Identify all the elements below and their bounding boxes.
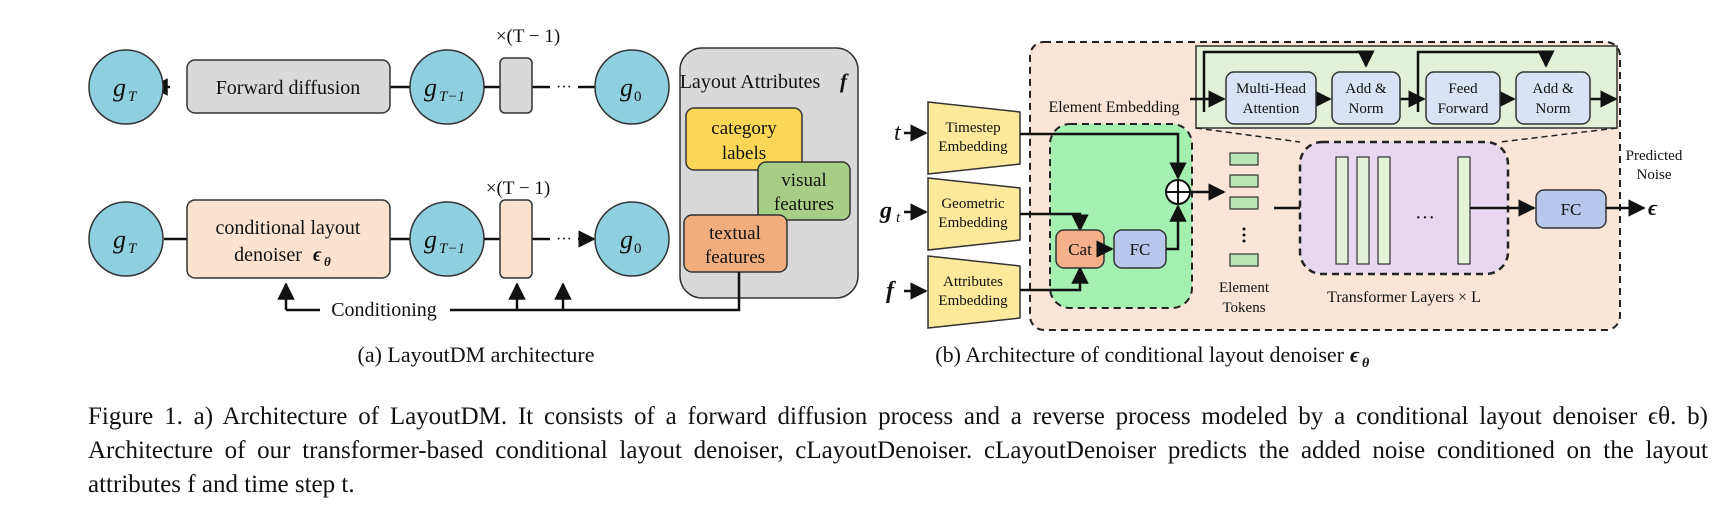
addnorm2-line2: Norm (1536, 101, 1571, 117)
node-g-Tm1-top-label: g (424, 73, 437, 102)
layout-attributes-title: Layout Attributes (680, 71, 821, 93)
fc-output-label: FC (1561, 200, 1582, 219)
conditional-denoiser-box (186, 199, 391, 279)
transformer-layer-1 (1335, 156, 1349, 265)
add-norm-block-1 (1331, 71, 1401, 125)
input-t-label: t (894, 120, 902, 146)
node-g-T-top (88, 49, 164, 125)
category-labels-line1: category (711, 118, 777, 139)
input-f-label: f (886, 278, 896, 304)
timestep-line1: Timestep (945, 120, 1000, 136)
ellipsis-bottom: ··· (556, 231, 572, 248)
attributes-embedding-block (927, 255, 1021, 329)
repeat-box-bottom (499, 199, 533, 279)
transformer-layer-3 (1377, 156, 1391, 265)
node-g-0-bottom-label: g (620, 225, 633, 254)
cat-label: Cat (1068, 240, 1092, 259)
mha-line2: Attention (1243, 101, 1300, 117)
timestep-embedding-block (927, 101, 1021, 175)
node-g-T-bottom-label: g (113, 225, 126, 254)
geometric-line2: Embedding (938, 215, 1008, 231)
element-embedding-label: Element Embedding (1048, 99, 1179, 116)
node-g-0-top (594, 49, 670, 125)
node-g-0-top-label: g (620, 73, 633, 102)
predicted-noise-line2: Noise (1637, 167, 1672, 183)
layout-attributes-symbol: f (840, 69, 849, 93)
node-g-T-bottom (88, 201, 164, 277)
forward-diffusion-label: Forward diffusion (216, 77, 361, 99)
input-g-sub: t (896, 210, 901, 226)
node-g-Tm1-bottom-sub: T−1 (439, 241, 465, 257)
textual-features-box (683, 214, 788, 273)
caption-b-symbol-sub: θ (1362, 356, 1370, 371)
geometric-embedding-block (927, 177, 1021, 251)
denoiser-label-line1: conditional layout (216, 217, 361, 239)
denoiser-label-line2: denoiser (234, 244, 302, 266)
addnorm1-line1: Add & (1345, 81, 1387, 97)
category-labels-box (685, 107, 803, 171)
ff-line1: Feed (1448, 81, 1478, 97)
element-tokens-line2: Tokens (1222, 300, 1265, 316)
multi-head-attention-block (1225, 71, 1317, 125)
node-g-0-bottom-sub: 0 (634, 241, 642, 257)
visual-features-line1: visual (781, 170, 826, 191)
transformer-ellipsis: ··· (1415, 207, 1435, 229)
textual-features-line2: features (705, 247, 765, 268)
input-g-label: g (879, 198, 892, 224)
visual-features-box (757, 161, 851, 221)
denoiser-symbol: ϵ (313, 244, 322, 266)
addnorm2-line1: Add & (1532, 81, 1574, 97)
ff-line2: Forward (1438, 101, 1489, 117)
addnorm1-line2: Norm (1349, 101, 1384, 117)
forward-diffusion-box (186, 59, 391, 114)
fc-small-label: FC (1130, 240, 1151, 259)
conditioning-label: Conditioning (331, 299, 437, 321)
part-b-denoiser-architecture: Multi-Head Attention Add & Norm Feed For… (879, 41, 1683, 371)
attributes-line2: Embedding (938, 293, 1008, 309)
denoiser-symbol-sub: θ (324, 254, 331, 269)
output-epsilon: ϵ (1648, 195, 1658, 220)
caption-b: (b) Architecture of conditional layout d… (935, 342, 1344, 367)
textual-features-line1: textual (709, 223, 761, 244)
element-embedding-box (1049, 123, 1193, 309)
ellipsis-top: ··· (556, 79, 572, 96)
element-tokens-stack (1229, 152, 1259, 267)
node-g-0-top-sub: 0 (634, 89, 642, 105)
caption-a: (a) LayoutDM architecture (358, 342, 595, 367)
caption-b-symbol: ϵ (1350, 342, 1360, 367)
repeat-label-bottom: ×(T − 1) (486, 178, 550, 199)
node-g-Tm1-top-sub: T−1 (439, 89, 465, 105)
figure-caption: Figure 1. a) Architecture of LayoutDM. I… (88, 403, 1708, 498)
attributes-line1: Attributes (943, 274, 1003, 290)
node-g-Tm1-bottom (409, 201, 485, 277)
node-g-0-bottom (594, 201, 670, 277)
node-g-Tm1-bottom-label: g (424, 225, 437, 254)
node-g-Tm1-top (409, 49, 485, 125)
sum-node-icon (1165, 179, 1191, 205)
repeat-label-top: ×(T − 1) (496, 26, 560, 47)
visual-features-line2: features (774, 194, 834, 215)
node-g-T-top-sub: T (128, 89, 138, 105)
feed-forward-block (1425, 71, 1501, 125)
node-g-T-top-label: g (113, 73, 126, 102)
transformer-layers-label: Transformer Layers × L (1327, 289, 1481, 306)
part-a-layoutdm-architecture: g T Forward diffusion g T−1 ×(T − 1) ···… (88, 26, 859, 367)
node-g-T-bottom-sub: T (128, 241, 138, 257)
repeat-box-top (499, 57, 533, 114)
mha-line1: Multi-Head (1236, 81, 1306, 97)
transformer-layer-last (1457, 156, 1471, 265)
element-tokens-line1: Element (1219, 280, 1270, 296)
category-labels-line2: labels (722, 143, 766, 164)
predicted-noise-line1: Predicted (1626, 148, 1683, 164)
geometric-line1: Geometric (941, 196, 1005, 212)
timestep-line2: Embedding (938, 139, 1008, 155)
transformer-layer-2 (1356, 156, 1370, 265)
figure-diagram: g T Forward diffusion g T−1 ×(T − 1) ···… (88, 26, 1683, 371)
add-norm-block-2 (1515, 71, 1591, 125)
